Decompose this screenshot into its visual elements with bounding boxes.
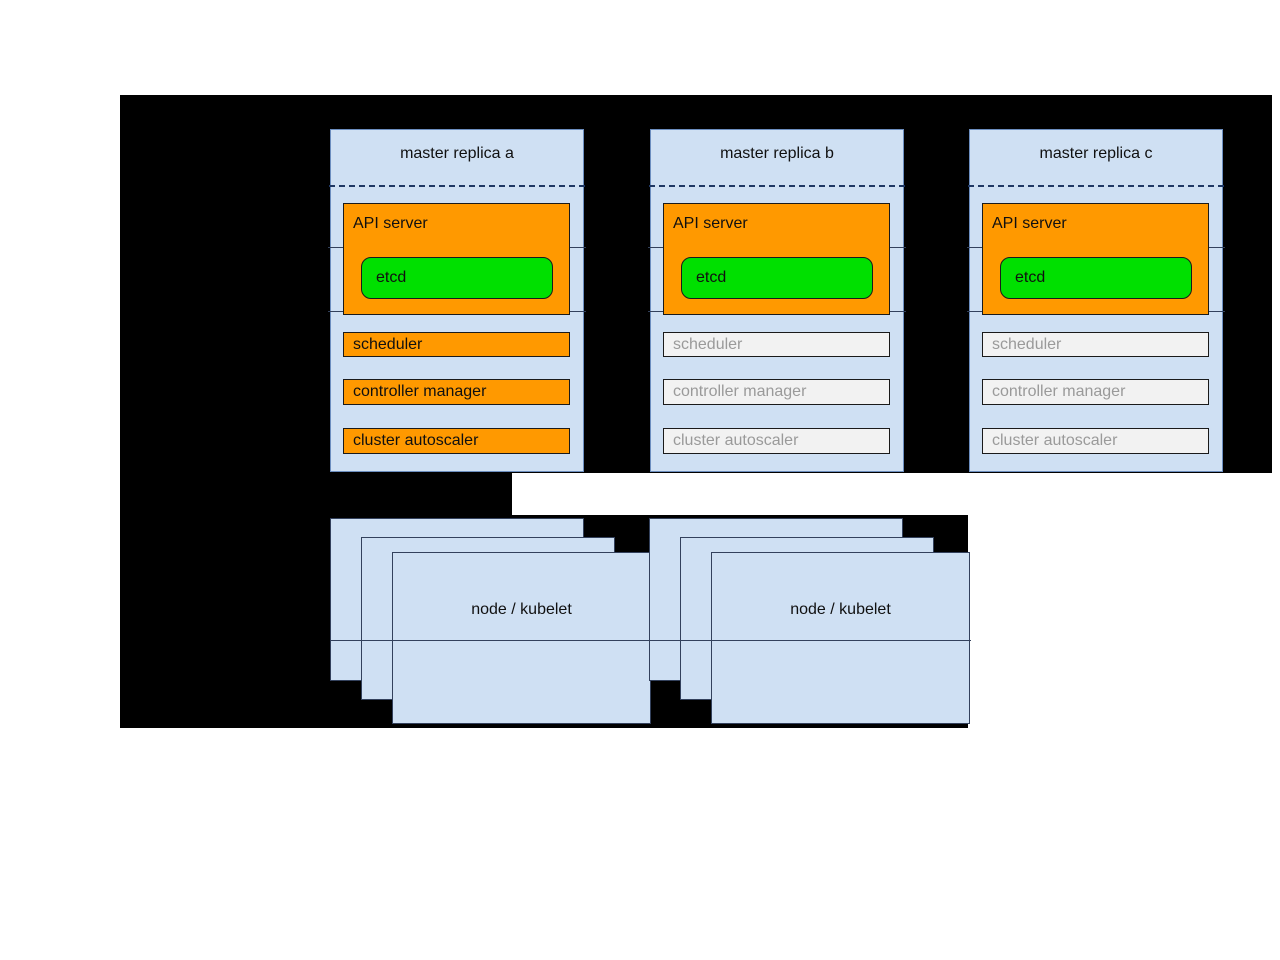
master-replica-c-divider	[968, 185, 1224, 187]
master-replica-b-scheduler[interactable]: scheduler	[663, 332, 890, 357]
master-replica-b-divider	[649, 185, 905, 187]
master-replica-c-cluster-autoscaler[interactable]: cluster autoscaler	[982, 428, 1209, 454]
backdrop-mid-left	[120, 473, 512, 515]
master-replica-a-cluster-autoscaler[interactable]: cluster autoscaler	[343, 428, 570, 454]
master-replica-a-title: master replica a	[400, 145, 514, 162]
master-replica-b-etcd[interactable]: etcd	[681, 257, 873, 299]
master-replica-a-api-server-label: API server	[353, 215, 428, 232]
rule-node-1	[330, 640, 652, 641]
master-replica-b-controller-manager[interactable]: controller manager	[663, 379, 890, 405]
master-replica-c-scheduler[interactable]: scheduler	[982, 332, 1209, 357]
master-replica-a-etcd[interactable]: etcd	[361, 257, 553, 299]
master-replica-b-cluster-autoscaler[interactable]: cluster autoscaler	[663, 428, 890, 454]
master-replica-c-title: master replica c	[1039, 145, 1153, 162]
master-replica-a-scheduler[interactable]: scheduler	[343, 332, 570, 357]
master-replica-c-api-server-label: API server	[992, 215, 1067, 232]
node-1-card-front[interactable]: node / kubelet	[392, 552, 651, 724]
master-replica-b-title: master replica b	[720, 145, 834, 162]
node-1-label: node / kubelet	[471, 601, 572, 618]
master-replica-a-controller-manager[interactable]: controller manager	[343, 379, 570, 405]
master-replica-b-api-server-label: API server	[673, 215, 748, 232]
master-replica-c-controller-manager[interactable]: controller manager	[982, 379, 1209, 405]
rule-node-2	[649, 640, 971, 641]
master-replica-a-divider	[329, 185, 585, 187]
node-2-card-front[interactable]: node / kubelet	[711, 552, 970, 724]
node-2-label: node / kubelet	[790, 601, 891, 618]
master-replica-c-etcd[interactable]: etcd	[1000, 257, 1192, 299]
